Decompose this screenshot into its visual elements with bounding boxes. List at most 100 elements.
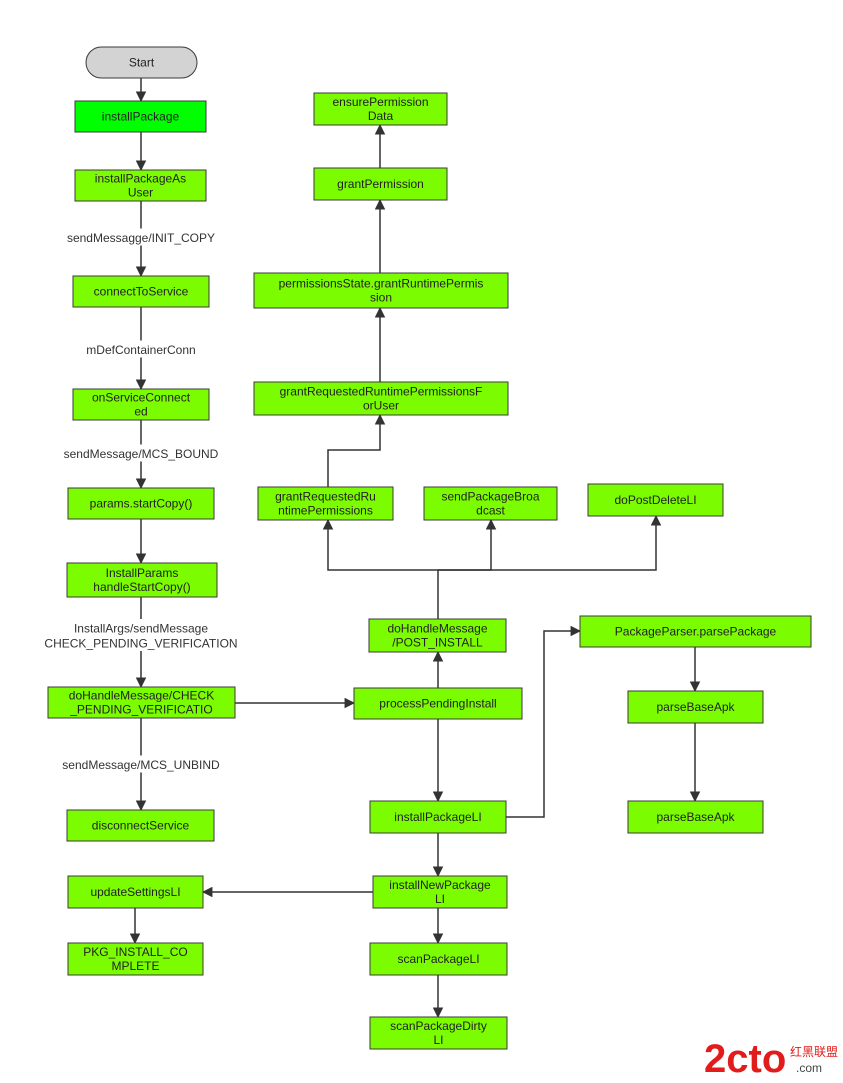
watermark-logo-text: 2cto — [704, 1037, 786, 1081]
node-installNewPackageLI-box — [372, 875, 508, 909]
node-scanPackageLI: scanPackageLI — [369, 942, 508, 976]
edge-label-background — [50, 619, 232, 651]
node-label: PKG_INSTALL_CO — [83, 945, 187, 959]
node-disconnectService: disconnectService — [66, 809, 215, 842]
node-doHandleMessageCheck-box — [47, 686, 236, 719]
node-doHandleMessageCheck: doHandleMessage/CHECK_PENDING_VERIFICATI… — [47, 686, 236, 719]
edge-label-text: sendMessage/MCS_BOUND — [64, 447, 219, 461]
node-parseBaseApk2: parseBaseApk — [627, 800, 764, 834]
node-processPendingInstall-box — [353, 687, 523, 720]
node-label: /POST_INSTALL — [392, 636, 483, 650]
node-grantRequestedRuntimePermissionsForUser-box — [253, 381, 509, 416]
node-label: installPackageAs — [95, 172, 186, 186]
node-label: doHandleMessage — [387, 622, 487, 636]
node-label: parseBaseApk — [656, 810, 735, 824]
edge-doHandleMessagePost-to-grantRequestedRuntimePermissions — [322, 518, 439, 619]
node-label: sendPackageBroa — [441, 490, 539, 504]
node-label: dcast — [476, 504, 505, 518]
node-label: parseBaseApk — [656, 700, 735, 714]
edge-label-background — [81, 340, 201, 358]
node-label: scanPackageDirty — [390, 1019, 487, 1033]
watermark-logo: 2cto 红黑联盟 .com — [704, 1037, 838, 1081]
node-label: disconnectService — [92, 819, 190, 833]
node-start: Start — [85, 46, 198, 79]
edge-label-text: InstallArgs/sendMessage — [74, 622, 208, 636]
node-label: ensurePermission — [332, 95, 428, 109]
edge-label-text: mDefContainerConn — [86, 343, 195, 357]
node-label: connectToService — [94, 285, 189, 299]
node-doHandleMessagePost: doHandleMessage/POST_INSTALL — [368, 618, 507, 653]
node-label: installPackage — [102, 110, 180, 124]
node-doPostDeleteLI-box — [587, 483, 724, 517]
node-parseBaseApk1-box — [627, 690, 764, 724]
node-processPendingInstall: processPendingInstall — [353, 687, 523, 720]
node-label: ed — [134, 405, 147, 419]
node-scanPackageLI-box — [369, 942, 508, 976]
edge-doHandleMessagePost-to-doPostDeleteLI — [438, 514, 662, 571]
node-parseBaseApk2-box — [627, 800, 764, 834]
node-label: processPendingInstall — [379, 697, 496, 711]
node-label: onServiceConnect — [92, 391, 191, 405]
node-pkgInstallComplete-box — [67, 942, 204, 976]
node-installPackageLI-box — [369, 800, 507, 834]
edge-label-background — [64, 755, 218, 773]
node-label: permissionsState.grantRuntimePermis — [279, 277, 484, 291]
node-paramsStartCopy-box — [67, 487, 215, 520]
node-label: installPackageLI — [394, 810, 481, 824]
watermark-domain-text: .com — [796, 1061, 822, 1075]
node-grantRequestedRuntimePermissions: grantRequestedRuntimePermissions — [257, 486, 394, 521]
node-label: Data — [368, 109, 394, 123]
edge-labels-layer: sendMessagge/INIT_COPYmDefContainerConns… — [44, 228, 238, 773]
node-packageParserParsePackage-box — [579, 615, 812, 648]
node-packageParserParsePackage: PackageParser.parsePackage — [579, 615, 812, 648]
node-doHandleMessagePost-box — [368, 618, 507, 653]
node-disconnectService-box — [66, 809, 215, 842]
node-label: ntimePermissions — [278, 504, 373, 518]
node-paramsStartCopy: params.startCopy() — [67, 487, 215, 520]
edge-label-text: CHECK_PENDING_VERIFICATION — [44, 637, 237, 651]
node-installPackageLI: installPackageLI — [369, 800, 507, 834]
node-label: scanPackageLI — [397, 952, 479, 966]
edge-label-text: sendMessage/MCS_UNBIND — [62, 758, 220, 772]
watermark-cn-text: 红黑联盟 — [790, 1044, 838, 1059]
node-installPackage: installPackage — [74, 100, 207, 133]
node-label: MPLETE — [111, 959, 159, 973]
node-label: updateSettingsLI — [90, 885, 180, 899]
node-label: User — [128, 186, 153, 200]
node-label: LI — [435, 892, 445, 906]
node-label: handleStartCopy() — [93, 580, 190, 594]
node-scanPackageDirtyLI-box — [369, 1016, 508, 1050]
node-label: grantPermission — [337, 177, 424, 191]
node-updateSettingsLI: updateSettingsLI — [67, 875, 204, 909]
node-label: LI — [433, 1033, 443, 1047]
node-label: grantRequestedRuntimePermissionsF — [280, 385, 483, 399]
node-connectToService-box — [72, 275, 210, 308]
node-label: PackageParser.parsePackage — [615, 625, 777, 639]
edge-grantRequestedRuntimePermissions-to-grantRequestedRuntimePermissionsForUser — [327, 413, 386, 487]
node-label: grantRequestedRu — [275, 490, 376, 504]
node-installPackage-box — [74, 100, 207, 133]
node-installPackageAsUser-box — [74, 169, 207, 202]
node-grantPermission-box — [313, 167, 448, 201]
node-label: installNewPackage — [389, 878, 491, 892]
edges-layer — [129, 78, 701, 1019]
node-installParamsHandleStartCopy-box — [66, 562, 218, 598]
node-label: doPostDeleteLI — [614, 493, 696, 507]
node-label: orUser — [363, 399, 399, 413]
node-label: InstallParams — [106, 566, 179, 580]
node-ensurePermissionData-box — [313, 92, 448, 126]
node-parseBaseApk1: parseBaseApk — [627, 690, 764, 724]
node-sendPackageBroadcast-box — [423, 486, 558, 521]
node-label: doHandleMessage/CHECK — [69, 689, 214, 703]
